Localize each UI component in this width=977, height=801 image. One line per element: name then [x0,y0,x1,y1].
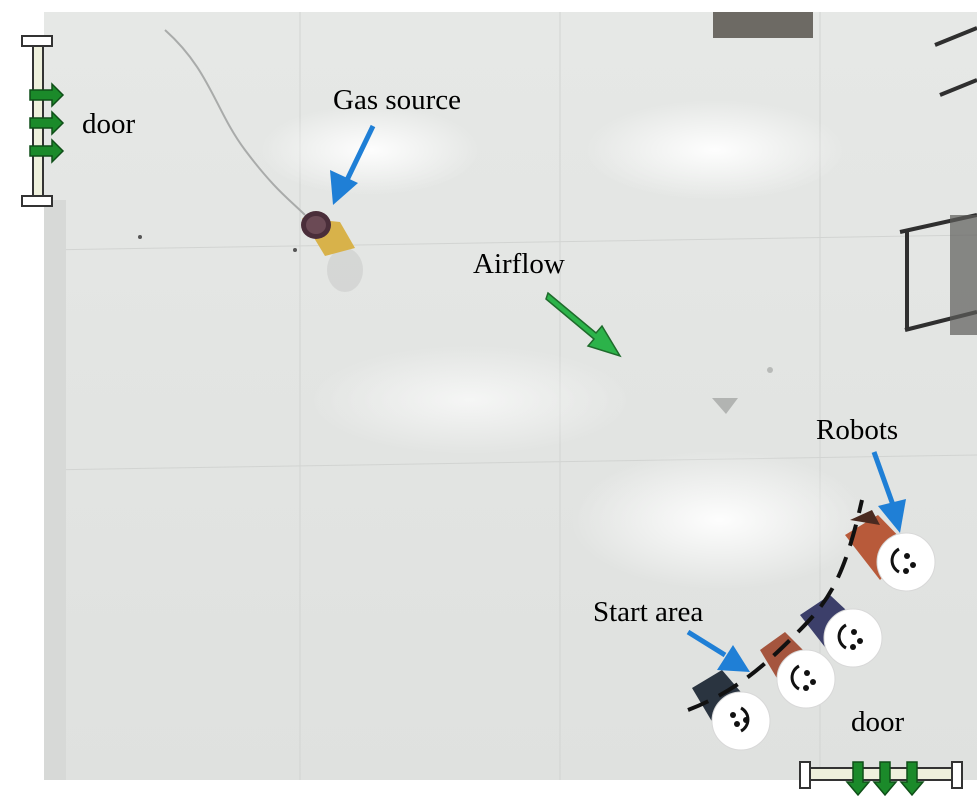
robot-2 [800,595,883,668]
floor [43,12,977,780]
door-right-arrows [845,761,925,797]
robot-3 [760,632,836,709]
door-right [799,761,963,797]
gas-source-label: Gas source [333,84,462,116]
robot-4 [692,670,771,751]
door-right-label: door [851,706,905,738]
robots [692,510,936,751]
door-left [21,35,65,207]
airflow-label: Airflow [473,248,565,280]
door-left-arrows [29,82,65,164]
pointer-arrows [330,124,906,672]
gas-source-pointer-arrow [330,124,376,205]
start-area-boundary [687,499,864,712]
robots-pointer-arrow [871,451,906,533]
gas-source-bottle [301,211,363,292]
start-area-label: Start area [593,596,704,628]
robots-label: Robots [816,414,899,446]
door-left-label: door [82,108,136,140]
start-area-pointer-arrow [686,629,750,672]
airflow-arrow [545,291,622,358]
